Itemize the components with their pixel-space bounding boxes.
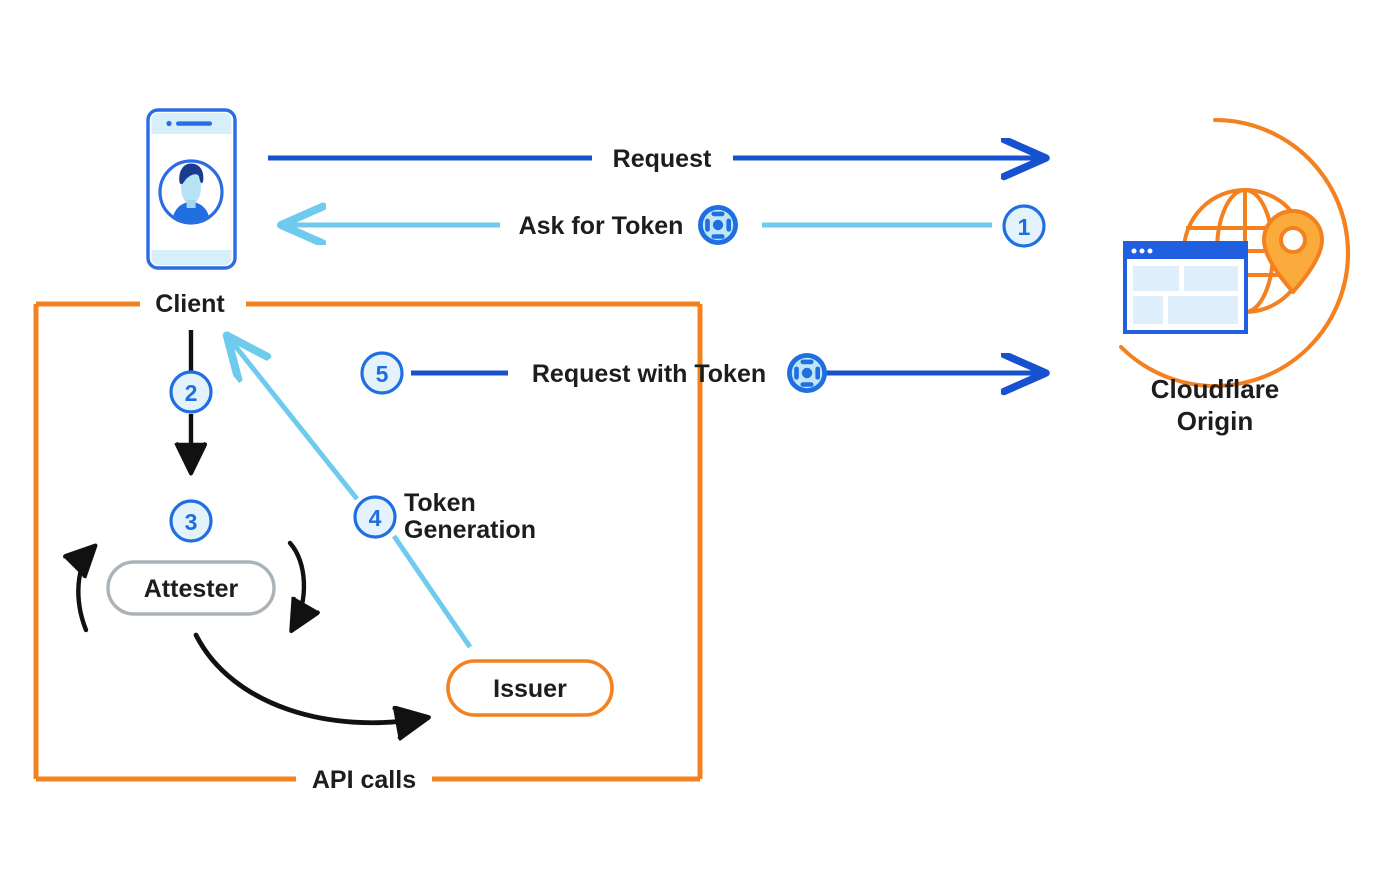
edge-request: Request [268,145,1044,173]
map-pin-icon [1262,209,1324,294]
globe-browser-pin-icon: Cloudflare Origin [1119,118,1351,436]
step-badge-4-number: 4 [369,505,382,531]
step-badge-3-number: 3 [185,509,198,535]
client-group-box [33,301,703,782]
private-access-token-icon [698,205,738,245]
smartphone-user-icon [146,108,237,270]
step-badge-1: 1 [1002,204,1046,248]
step-badge-3: 3 [169,499,213,543]
origin-label-line2: Origin [1177,406,1254,436]
node-attester-label: Attester [144,575,239,603]
node-issuer-label: Issuer [493,675,567,703]
step-badge-1-number: 1 [1018,214,1031,240]
edge-ask-for-token-label: Ask for Token [519,212,684,240]
browser-window-icon [1123,241,1248,334]
edge-request-with-token: Request with Token [411,353,1044,393]
step-badge-5-number: 5 [376,361,389,387]
edge-token-generation-label-line1: Token [404,489,476,517]
step-badge-4: 4 [353,495,397,539]
step-badge-2: 2 [169,370,213,414]
edge-request-label: Request [613,145,712,173]
edge-attester-loop [78,540,304,630]
edge-issuer-to-client: Token Generation [228,337,536,649]
edge-ask-for-token: Ask for Token [283,205,992,245]
edge-request-with-token-label: Request with Token [532,360,766,388]
group-box-top-label: Client [155,290,225,318]
edge-token-generation-label-line2: Generation [404,516,536,544]
origin-label-line1: Cloudflare [1151,374,1280,404]
private-access-token-icon [787,353,827,393]
step-badge-2-number: 2 [185,380,198,406]
node-attester[interactable]: Attester [106,560,276,616]
group-box-bottom-label: API calls [312,766,416,794]
node-issuer[interactable]: Issuer [446,659,614,717]
edge-attester-to-issuer [193,632,425,723]
step-badge-5: 5 [360,351,404,395]
